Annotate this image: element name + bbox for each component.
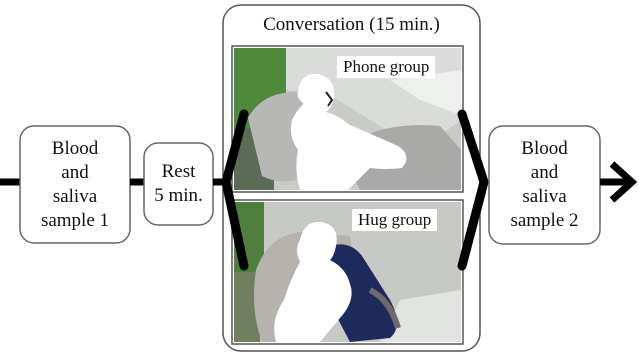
sample2-line4: sample 2 [510, 210, 579, 231]
phone-silhouette [290, 73, 407, 190]
sample2-line2: and [530, 162, 559, 183]
hug-silhouette [274, 221, 352, 342]
sample1-line2: and [61, 161, 89, 183]
sample1-line4: sample 1 [40, 209, 110, 231]
hug-group-label: Hug group [352, 209, 438, 231]
bracket-right-upper [457, 109, 489, 187]
sample2-line3: saliva [522, 186, 567, 207]
hug-pillow [328, 244, 397, 342]
exit-arrowhead [609, 161, 638, 203]
bracket-left-lower [221, 177, 249, 271]
conversation-title: Conversation (15 min.) [263, 14, 440, 35]
bracket-left-upper [221, 109, 249, 187]
sample1-label: Blood and saliva sample 1 [20, 126, 130, 243]
rest-line2: 5 min. [154, 185, 203, 206]
hug-group-photo [231, 199, 464, 345]
phone-group-label: Phone group [337, 56, 436, 78]
bracket-right-lower [457, 177, 489, 271]
rest-label: Rest 5 min. [144, 143, 213, 225]
sample2-line1: Blood [521, 138, 568, 159]
sample1-line3: saliva [52, 185, 98, 207]
sample2-label: Blood and saliva sample 2 [489, 126, 600, 244]
rest-line1: Rest [161, 161, 196, 182]
sample1-line1: Blood [51, 137, 99, 159]
